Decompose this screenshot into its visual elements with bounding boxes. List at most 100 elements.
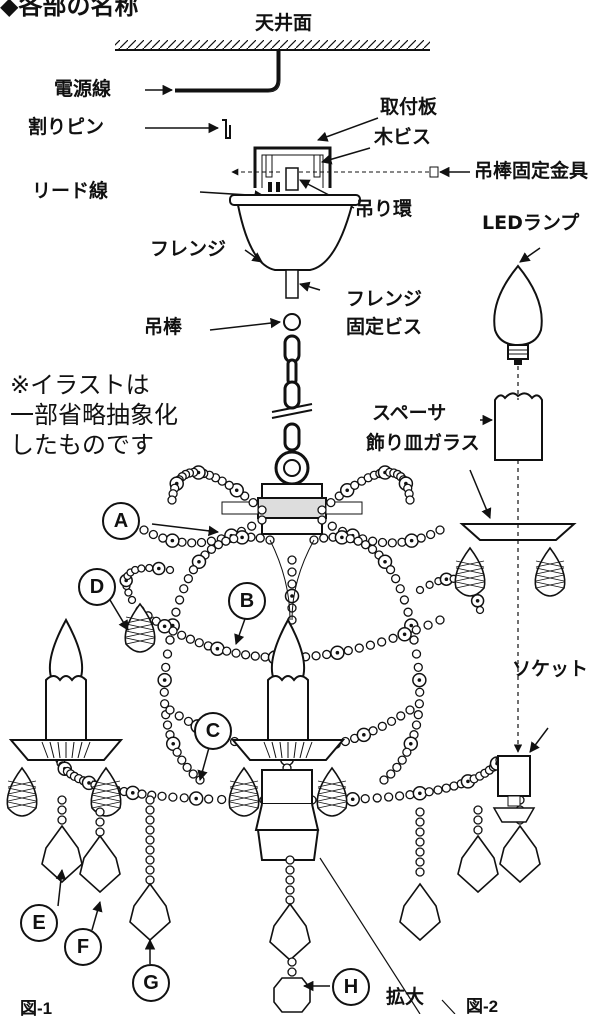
crystal-leaf [130,884,170,940]
pendant-bead [146,846,154,854]
drop-facet [126,617,154,623]
pendant-bead [146,796,154,804]
pendant-bead [146,866,154,874]
dish-rib [78,742,82,758]
bead [361,795,369,803]
bead [242,651,250,659]
bead [318,516,326,524]
note-line-2: 一部省略抽象化 [10,401,178,429]
note-line-1: ※イラストは [10,371,150,399]
pendant-bead [416,838,424,846]
bead [417,534,425,542]
bead [186,635,194,643]
pendant-bead [288,968,296,976]
drop-facet [318,788,346,794]
pendant-bead [416,828,424,836]
dish-rib [42,742,48,758]
pendant-bead [96,818,104,826]
part-marker-a: A [102,502,140,540]
part-marker-f: F [64,928,102,966]
octagon-crystal [274,978,310,1012]
bead [425,788,433,796]
bead [426,581,433,588]
candle-sleeve [46,676,86,740]
bead [169,793,177,801]
bead [369,545,377,553]
label-power-wire: 電源線 [54,78,112,100]
part-marker-h: H [332,968,370,1006]
label-mount-plate: 取付板 [380,96,438,118]
bead [362,541,370,549]
rosette-center [409,538,414,543]
drop-facet [126,624,154,630]
part-marker-e: E [20,904,58,942]
drop-facet [8,788,36,794]
dish-rib [58,742,60,758]
bead [388,717,396,725]
bead [195,639,203,647]
crystal-leaf [458,836,498,892]
bead [159,534,167,542]
drop-facet [230,795,258,801]
drop-facet [536,575,564,581]
central-hub [222,484,362,534]
bead [369,727,377,735]
bead [222,537,230,545]
bead [373,794,381,802]
bead [327,499,335,507]
crystal-leaf [500,826,540,882]
dish-rib [264,742,270,758]
figure-label-2: 図-2 [466,997,499,1016]
dish-rib [84,742,90,758]
bead [442,784,450,792]
rosette-center [345,488,350,493]
rosette-center [466,779,470,784]
bead [129,597,136,604]
pendant-bead [416,808,424,816]
bead [172,608,180,616]
bead [176,596,184,604]
drop-facet [456,561,484,567]
bead [434,786,442,794]
bead [138,565,145,572]
bead [248,522,256,530]
bead [378,638,386,646]
bead [427,531,435,539]
crystal-drop [229,768,258,816]
rosette-center [162,624,167,629]
rosette-center [130,791,135,795]
pendant-bead [474,826,482,834]
bead [312,652,320,660]
bead [415,700,423,708]
bead [251,652,259,660]
rosette-center [197,559,201,564]
drop-facet [126,638,154,644]
bead [366,641,374,649]
drop-facet [8,795,36,801]
drop-facet [230,788,258,794]
bead [412,626,420,634]
bead [388,539,396,547]
dish-rib [306,742,312,758]
bead [178,631,186,639]
part-leaders [55,524,330,992]
pendant-bead [146,806,154,814]
power-wire [175,50,278,90]
flange-shape [230,195,360,298]
candle-bulb [50,620,82,680]
bead [158,792,166,800]
bead [398,756,406,764]
bead [351,481,359,489]
label-zoom: 拡大 [386,986,425,1008]
label-glass-plate: 飾り皿ガラス [366,432,480,454]
rosette-center [417,678,422,682]
rosette-center [350,797,355,802]
rosette-center [194,796,198,801]
bead [146,565,153,572]
center-column [256,540,455,1014]
bead [214,541,222,549]
bead [380,776,388,784]
bead [404,608,412,616]
bead [389,634,397,642]
